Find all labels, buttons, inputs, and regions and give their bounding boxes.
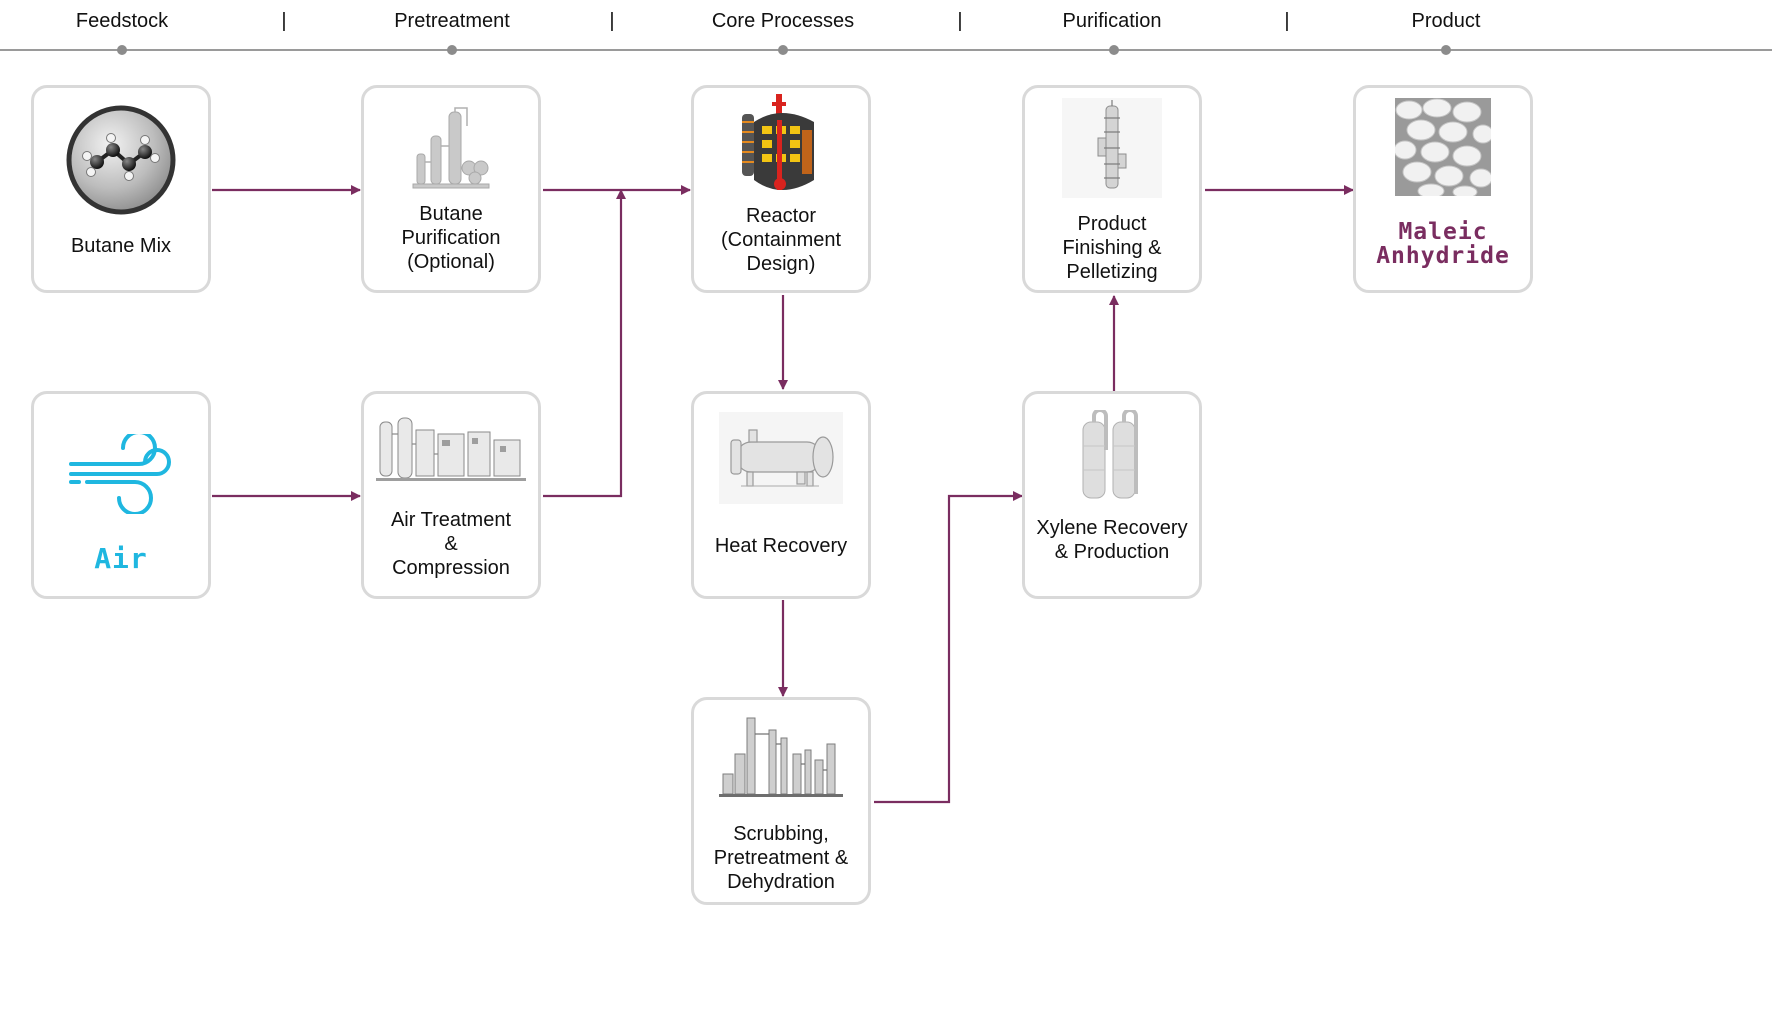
white-pellets-icon xyxy=(1395,98,1491,196)
stage-label-product: Product xyxy=(1411,10,1481,32)
stage-label-purification: Purification xyxy=(1062,10,1162,32)
stage-separator: | xyxy=(1284,10,1290,32)
timeline-dot-core xyxy=(778,45,788,55)
stage-label-pretreatment: Pretreatment xyxy=(394,10,510,32)
timeline-line xyxy=(0,49,1772,51)
timeline-dot-product xyxy=(1441,45,1451,55)
node-label-heat-recovery: Heat Recovery xyxy=(714,535,848,557)
stage-separator: | xyxy=(957,10,963,32)
timeline-dot-feedstock xyxy=(117,45,127,55)
node-label-maleic-anhydride: Maleic Anhydride xyxy=(1376,219,1510,269)
stage-label-core-processes: Core Processes xyxy=(711,10,855,32)
node-xylene-recovery: Xylene Recovery & Production xyxy=(1022,391,1202,599)
stage-separator: | xyxy=(609,10,615,32)
node-maleic-anhydride: Maleic Anhydride xyxy=(1353,85,1533,293)
node-air-treatment: Air Treatment & Compression xyxy=(361,391,541,599)
node-label-reactor: Reactor (Containment Design) xyxy=(720,205,842,275)
node-butane-mix: Butane Mix xyxy=(31,85,211,293)
twin-vessels-icon xyxy=(1082,410,1138,499)
stage-separator: | xyxy=(281,10,287,32)
compressor-units-icon xyxy=(376,417,526,481)
node-scrubbing: Scrubbing, Pretreatment & Dehydration xyxy=(691,697,871,905)
node-label-air: Air xyxy=(94,542,148,575)
timeline-dot-pretreatment xyxy=(447,45,457,55)
refinery-towers-icon xyxy=(719,717,843,797)
node-butane-purification: Butane Purification (Optional) xyxy=(361,85,541,293)
node-air: Air xyxy=(31,391,211,599)
heat-exchanger-icon xyxy=(719,412,843,504)
node-reactor: Reactor (Containment Design) xyxy=(691,85,871,293)
node-product-finishing: Product Finishing & Pelletizing xyxy=(1022,85,1202,293)
node-heat-recovery: Heat Recovery xyxy=(691,391,871,599)
refinery-column-icon xyxy=(412,107,490,189)
node-label-butane-mix: Butane Mix xyxy=(70,235,172,257)
arrow-scrubbing-to-xylene xyxy=(874,491,1023,804)
node-label-xylene-recovery: Xylene Recovery & Production xyxy=(1036,517,1188,563)
stage-label-feedstock: Feedstock xyxy=(75,10,169,32)
distillation-tower-icon xyxy=(1062,98,1162,198)
node-label-scrubbing: Scrubbing, Pretreatment & Dehydration xyxy=(713,823,849,893)
timeline-dot-purification xyxy=(1109,45,1119,55)
reactor-icon xyxy=(742,94,814,190)
wind-icon xyxy=(69,434,171,514)
butane-molecule-icon xyxy=(66,105,176,215)
arrow-treatment-to-reactor xyxy=(543,189,626,498)
node-label-air-treatment: Air Treatment & Compression xyxy=(390,509,512,579)
node-label-product-finishing: Product Finishing & Pelletizing xyxy=(1062,213,1162,283)
node-label-butane-purification: Butane Purification (Optional) xyxy=(401,203,501,273)
